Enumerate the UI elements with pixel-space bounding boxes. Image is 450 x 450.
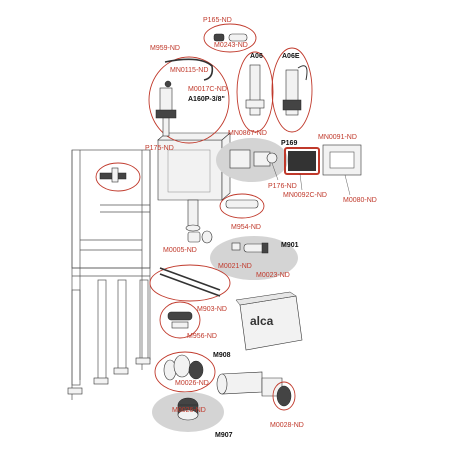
a06-group: A06 [236,51,274,133]
m954-part [225,199,259,209]
label-p175: P175-ND [145,145,174,152]
p175-highlight [95,162,141,192]
a06-part [249,64,261,116]
m903-rod-2 [159,273,221,297]
label-m959: M959-ND [150,45,180,52]
m903-group: M903-ND [149,264,231,313]
label-m0005: M0005-ND [163,247,197,254]
m0243-part [228,33,248,42]
p175-group: P175-ND [95,145,174,192]
m959-group: M959-ND MN0115-ND M0017C-ND A160P-3/8" [148,45,230,144]
label-a06: A06 [250,53,263,60]
m903-highlight [149,264,231,302]
drain-pipe [221,371,263,395]
mn0867-shade [216,138,288,182]
installation-frame [67,149,151,400]
m903-rod-1 [159,267,221,291]
plates-group: P169 MN0092C-ND MN0091-ND M0080-ND [281,134,377,204]
m908-ring-2 [173,354,191,378]
label-m0023: M0023-ND [256,272,290,279]
m908-ring-3 [188,360,204,380]
label-m954: M954-ND [231,224,261,231]
m907-group: M0026-ND M907 [152,392,233,439]
drain-pipe-group: M0028-ND [216,371,304,429]
m901-group: M901 M0021-ND M0023-ND [210,236,299,280]
label-p169: P169 [281,140,297,147]
label-m908: M908 [213,352,231,359]
m0023-part [261,242,269,254]
label-m0080: M0080-ND [343,197,377,204]
alca-logo: alca [250,314,274,328]
label-mn0092c: MN0092C-ND [283,192,327,199]
label-mn0867: MN0867-ND [228,130,267,137]
m908-group: M908 M0026-ND [154,351,231,393]
p165-group: P165-ND M0243-ND [203,17,257,53]
m954-group: M954-ND [219,193,265,231]
mn0867-part [229,149,251,169]
label-m903: M903-ND [197,306,227,313]
m959-highlight [148,56,230,144]
label-mn0115: MN0115-ND [170,67,208,74]
label-m0028: M0028-ND [270,422,304,429]
label-m0026b: M0026-ND [172,407,206,414]
mn0092c-plate [288,151,316,171]
a06-highlight [236,51,274,133]
label-m0021: M0021-ND [218,263,252,270]
label-m0243: M0243-ND [214,42,248,49]
label-m901: M901 [281,242,299,249]
label-p176: P176-ND [268,183,297,190]
m0021-part [231,242,241,251]
m0028-part [276,385,292,407]
a06e-group: A06E [271,47,313,133]
label-m0026a: M0026-ND [175,380,209,387]
m954-highlight [219,193,265,219]
m0005-group: M0005-ND [163,230,213,254]
p169-frame [284,147,320,175]
label-a160p: A160P-3/8" [188,96,225,103]
label-p165: P165-ND [203,17,232,24]
m908-highlight [154,351,216,393]
m956-part [167,311,193,321]
label-m907: M907 [215,432,233,439]
mn0867-group: MN0867-ND P176-ND [216,130,297,190]
label-m0017c: M0017C-ND [188,86,227,93]
p165-part [213,33,225,42]
m0005-part [187,231,201,243]
a06e-highlight [271,47,313,133]
label-m956: M956-ND [187,333,217,340]
alca-box: alca [235,291,303,351]
m956-highlight [159,301,201,339]
m0028-highlight [272,381,296,411]
p165-highlight [203,23,257,53]
m0080-insert [329,151,355,169]
m956-group: M956-ND [159,301,217,340]
label-a06e: A06E [282,53,300,60]
label-mn0091: MN0091-ND [318,134,357,141]
